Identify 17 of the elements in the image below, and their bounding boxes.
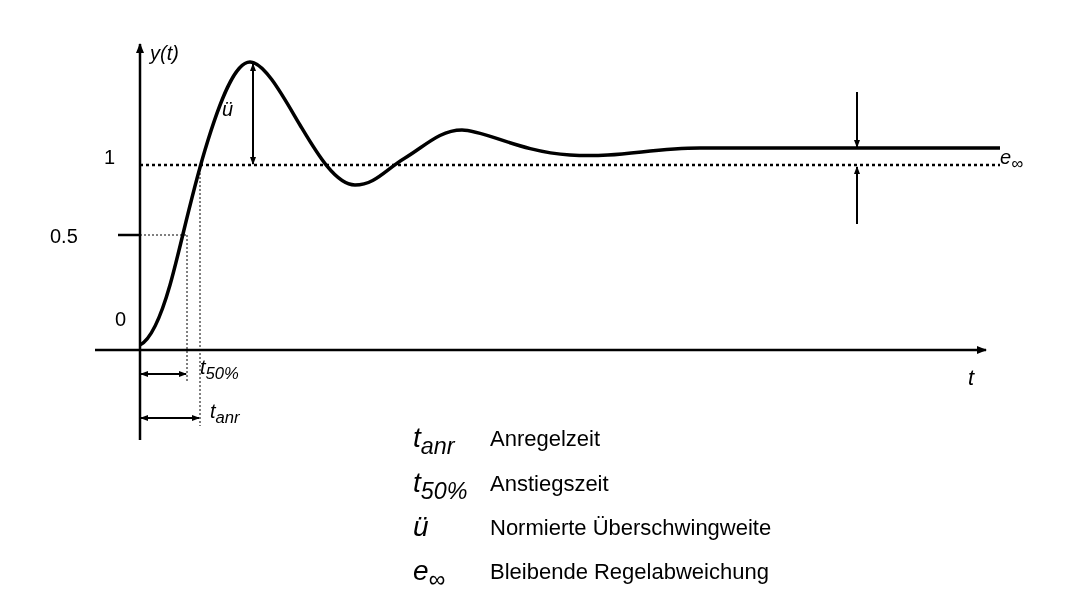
axis-label: t	[968, 366, 975, 391]
tick-label: 0	[115, 308, 127, 330]
legend-symbol: t$_{50%}$	[413, 468, 468, 505]
legend-symbol: t$_{anr}$	[413, 423, 455, 460]
symbol-label: e$_{∞}$	[1000, 146, 1023, 174]
legend-symbol: e$_{∞}$	[413, 556, 446, 593]
symbol-label: t$_{anr}$	[210, 400, 240, 428]
legend-text: Normierte Überschwingweite	[490, 516, 772, 541]
legend-symbol: ü	[413, 512, 429, 543]
legend-text: Anregelzeit	[490, 427, 601, 452]
axis-label: y(t)	[150, 42, 179, 64]
symbol-label: ü	[222, 98, 234, 120]
legend-text: Bleibende Regelabweichung	[490, 560, 769, 585]
tick-label: 1	[104, 146, 116, 168]
tick-label: 0.5	[50, 225, 78, 247]
symbol-label: t$_{50%}$	[200, 356, 239, 384]
legend-text: Anstiegszeit	[490, 472, 609, 497]
